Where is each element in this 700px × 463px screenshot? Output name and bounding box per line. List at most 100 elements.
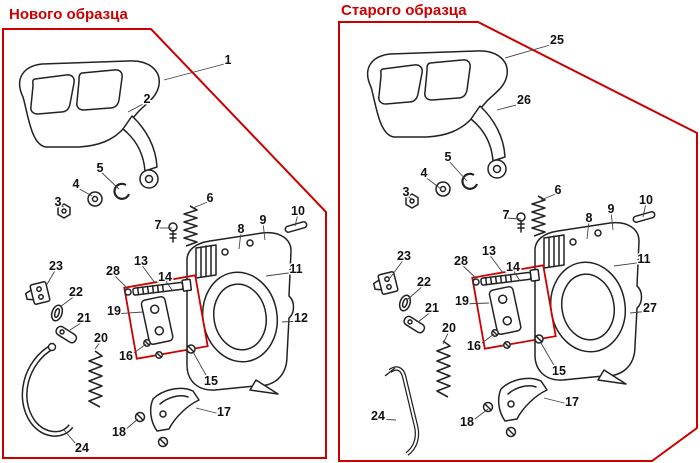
callout-number-old-17: 17 xyxy=(565,395,579,409)
callout-number-new-21: 21 xyxy=(77,311,91,325)
callout-number-old-5: 5 xyxy=(445,150,452,164)
panel-title-old: Старого образца xyxy=(341,2,467,19)
callout-leader-old-9 xyxy=(610,211,614,231)
callout-leader-old-23 xyxy=(389,258,405,279)
callout-leader-old-28 xyxy=(460,263,479,281)
callout-number-old-4: 4 xyxy=(421,166,428,180)
callout-leader-old-24 xyxy=(377,418,397,421)
callout-number-old-3: 3 xyxy=(403,185,410,199)
callout-leader-old-6 xyxy=(540,192,559,201)
callout-leader-old-21 xyxy=(417,310,433,323)
callout-leader-old-8 xyxy=(586,220,590,240)
callout-leader-new-14 xyxy=(164,279,173,291)
callout-leader-old-15 xyxy=(540,342,560,375)
callout-number-old-14: 14 xyxy=(506,260,520,274)
callout-leader-new-24 xyxy=(63,429,83,452)
callout-number-new-5: 5 xyxy=(97,161,104,175)
callout-leader-new-11 xyxy=(265,271,297,277)
brake-rod-old xyxy=(384,366,420,456)
callout-leader-new-28 xyxy=(112,273,130,291)
callout-leader-new-2 xyxy=(127,101,148,113)
callout-leader-old-5 xyxy=(447,159,468,182)
callout-number-new-15: 15 xyxy=(204,374,218,388)
callout-leader-old-26 xyxy=(496,102,525,111)
callout-number-new-14: 14 xyxy=(158,270,172,284)
callout-leader-old-18 xyxy=(466,408,489,426)
callout-leader-new-1 xyxy=(163,62,229,81)
callout-leader-new-18 xyxy=(118,418,139,436)
callout-number-old-28: 28 xyxy=(454,254,468,268)
callout-leader-new-20 xyxy=(94,340,102,350)
callout-number-old-20: 20 xyxy=(442,321,456,335)
callout-leader-old-16 xyxy=(473,333,495,350)
callout-leader-old-17 xyxy=(543,397,573,406)
callout-number-old-6: 6 xyxy=(555,183,562,197)
callout-number-new-23: 23 xyxy=(49,259,63,273)
callout-number-old-24: 24 xyxy=(371,409,385,423)
callout-leader-old-14 xyxy=(512,269,521,282)
callout-number-new-7: 7 xyxy=(155,218,162,232)
callout-leader-old-13 xyxy=(488,253,504,274)
callout-number-new-9: 9 xyxy=(260,213,267,227)
callout-number-old-13: 13 xyxy=(482,244,496,258)
brake-band-new xyxy=(21,342,74,437)
callout-leader-old-3 xyxy=(405,194,414,201)
callout-number-old-19: 19 xyxy=(455,294,469,308)
callout-leader-new-16 xyxy=(125,343,147,360)
callout-number-old-10: 10 xyxy=(639,193,653,207)
assembly-new xyxy=(18,59,309,448)
callout-leader-old-25 xyxy=(504,42,558,59)
callout-number-new-11: 11 xyxy=(289,262,302,276)
callout-number-old-8: 8 xyxy=(586,211,593,225)
callout-number-old-27: 27 xyxy=(643,301,657,315)
callout-number-new-2: 2 xyxy=(144,92,151,106)
callout-leader-old-27 xyxy=(629,310,651,314)
callout-number-new-12: 12 xyxy=(294,311,308,325)
callout-number-new-20: 20 xyxy=(94,331,108,345)
callout-number-new-28: 28 xyxy=(106,264,120,278)
callout-number-new-22: 22 xyxy=(69,285,83,299)
callout-number-new-4: 4 xyxy=(73,177,80,191)
callout-number-old-25: 25 xyxy=(550,33,564,47)
callout-leader-old-4 xyxy=(423,175,442,190)
callout-leader-new-3 xyxy=(57,204,65,208)
callout-leader-old-22 xyxy=(406,284,425,301)
callout-leader-new-10 xyxy=(294,213,299,227)
callout-number-new-10: 10 xyxy=(291,204,305,218)
callout-number-old-21: 21 xyxy=(425,301,439,315)
callout-leader-new-4 xyxy=(75,186,93,197)
callout-number-new-19: 19 xyxy=(107,304,121,318)
panel-border-old xyxy=(338,21,698,462)
callout-number-new-16: 16 xyxy=(119,349,133,363)
callout-leader-new-21 xyxy=(69,320,85,331)
callout-leader-new-15 xyxy=(192,351,212,385)
callout-number-new-24: 24 xyxy=(75,441,89,455)
callout-number-old-23: 23 xyxy=(397,249,411,263)
callout-leader-old-10 xyxy=(642,202,647,218)
callout-number-new-3: 3 xyxy=(55,195,62,209)
callout-number-new-13: 13 xyxy=(134,254,148,268)
callout-leader-old-11 xyxy=(613,261,645,267)
callout-number-old-16: 16 xyxy=(467,339,481,353)
callout-number-old-11: 11 xyxy=(637,252,650,266)
callout-leader-new-6 xyxy=(192,200,211,209)
callout-number-new-1: 1 xyxy=(225,53,232,67)
callout-number-old-9: 9 xyxy=(608,202,615,216)
callout-leader-new-5 xyxy=(99,170,120,190)
callout-leader-old-7 xyxy=(505,217,522,220)
callout-number-new-17: 17 xyxy=(217,405,231,419)
callout-leader-new-8 xyxy=(238,231,242,250)
callout-number-old-7: 7 xyxy=(503,208,510,222)
assembly-old xyxy=(366,49,657,438)
callout-number-new-8: 8 xyxy=(238,222,245,236)
callout-number-old-26: 26 xyxy=(517,93,531,107)
callout-leader-new-12 xyxy=(281,320,302,323)
callout-number-old-22: 22 xyxy=(417,275,431,289)
callout-leader-new-22 xyxy=(59,294,77,308)
callout-leader-new-17 xyxy=(195,407,225,416)
callout-leader-old-19 xyxy=(461,302,490,305)
callout-leader-old-20 xyxy=(442,330,450,345)
